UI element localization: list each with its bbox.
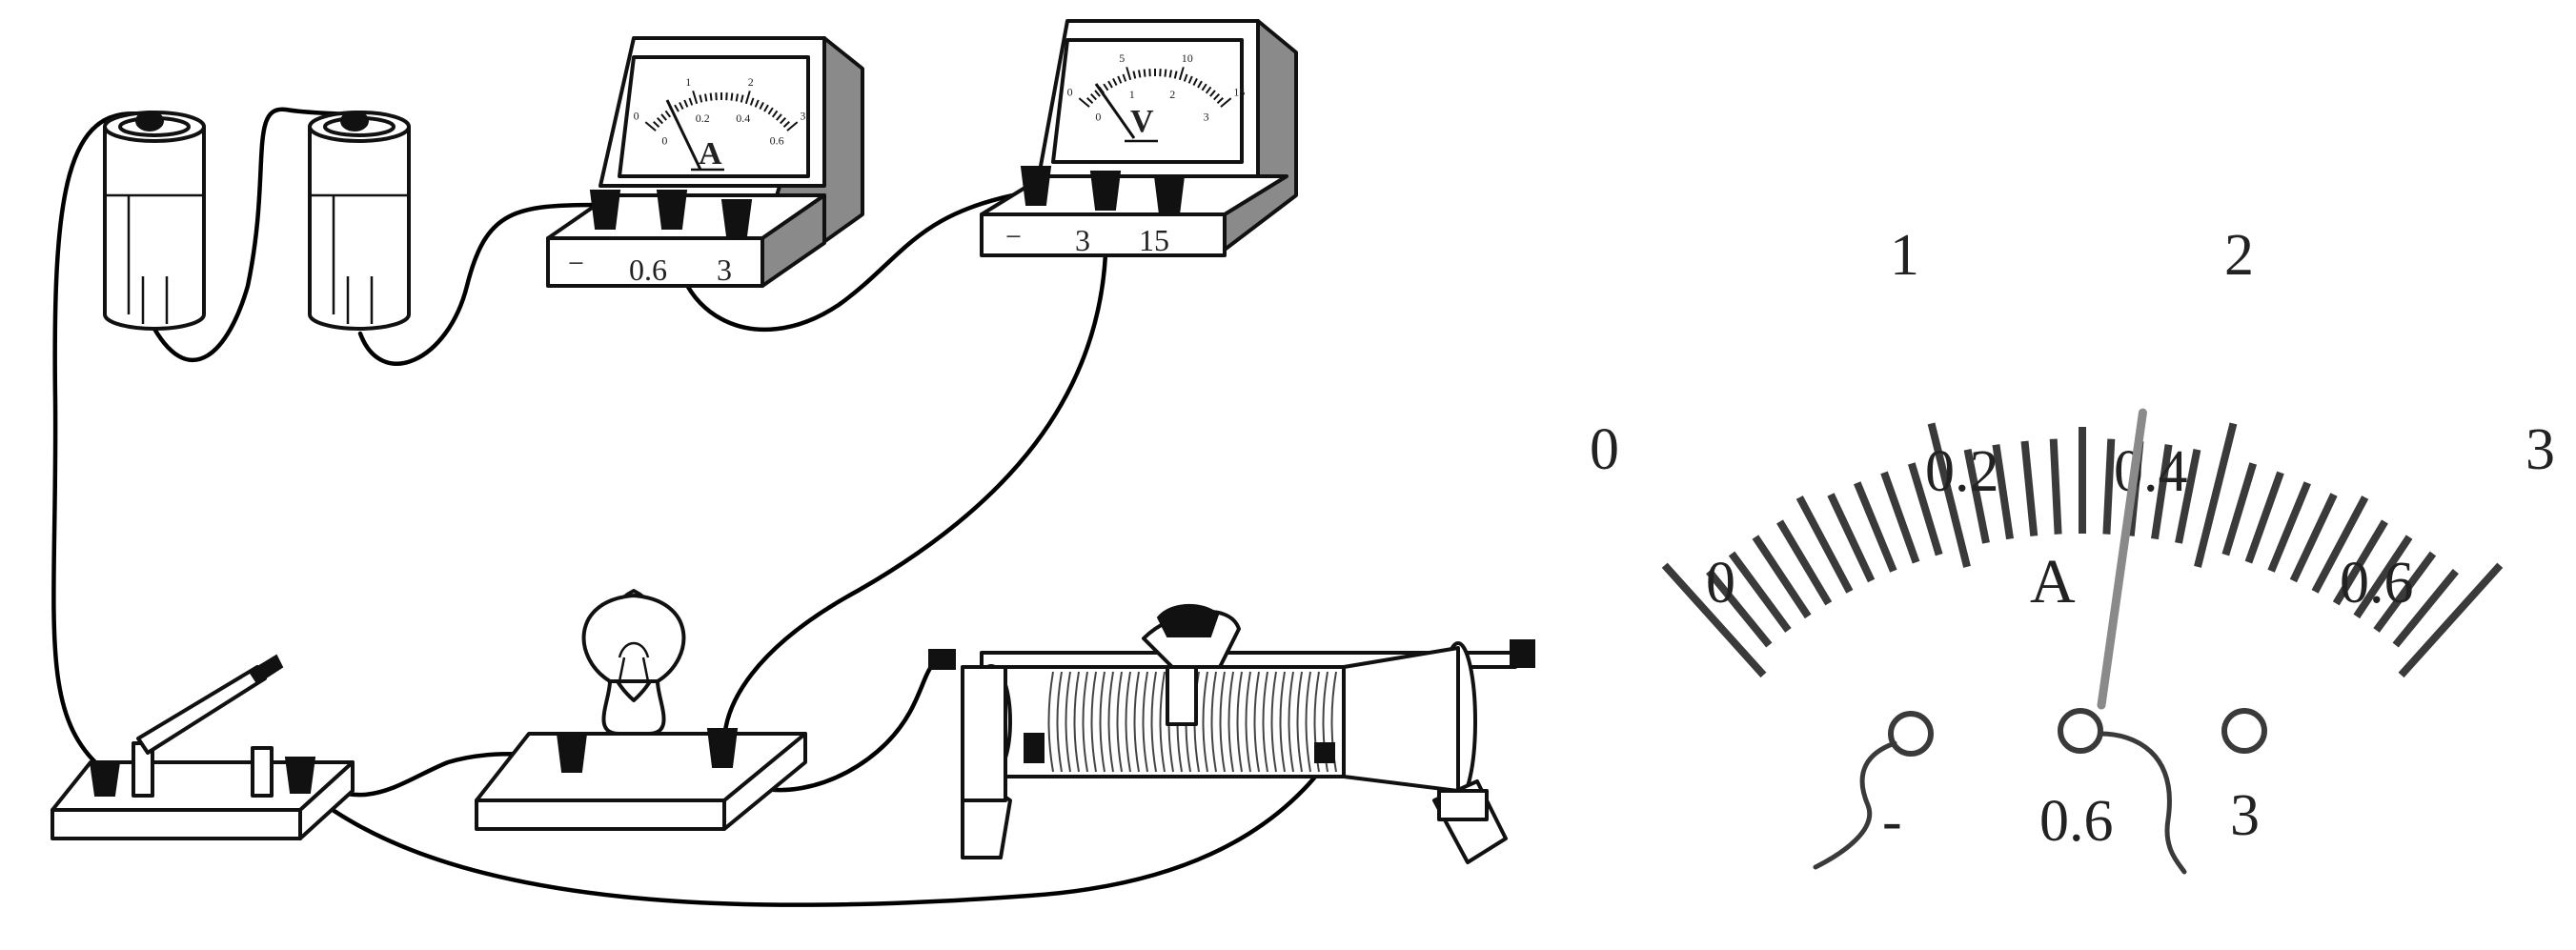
voltmeter-label-neg: − bbox=[1005, 221, 1022, 253]
dial-lower-label-0.4: 0.4 bbox=[2114, 439, 2188, 504]
dial-tick bbox=[2054, 439, 2059, 535]
small-scale-tick bbox=[711, 93, 712, 101]
small-scale-upper-label: 1 bbox=[685, 75, 691, 89]
knife-switch bbox=[52, 656, 353, 839]
small-scale-lower-label: 0.2 bbox=[696, 111, 710, 125]
lamp-terminal-left bbox=[558, 734, 586, 772]
voltmeter-unit-label: V bbox=[1130, 104, 1154, 139]
switch-blade bbox=[138, 667, 265, 753]
dial-ticks bbox=[1665, 423, 2501, 675]
small-scale-upper-label: 15 bbox=[1233, 86, 1245, 99]
rheostat bbox=[929, 605, 1534, 862]
small-scale-lower-label: 0.4 bbox=[736, 111, 750, 125]
dial-tick bbox=[2248, 473, 2281, 562]
ammeter-label-0.6: 0.6 bbox=[629, 253, 667, 287]
small-scale-tick bbox=[737, 93, 738, 101]
voltmeter-label-15: 15 bbox=[1139, 223, 1169, 257]
small-scale-tick bbox=[1139, 70, 1140, 77]
rheostat-terminal-top-left bbox=[929, 650, 955, 669]
dial-terminal-3 bbox=[2224, 711, 2264, 751]
switch-terminal-left bbox=[91, 762, 119, 796]
lamp-terminal-right bbox=[708, 729, 737, 767]
ammeter-terminal-neg bbox=[591, 191, 619, 229]
small-scale-lower-label: 0 bbox=[1095, 110, 1101, 123]
ammeter-unit-label: A bbox=[699, 136, 722, 172]
dial-terminal-neg bbox=[1891, 714, 1931, 754]
small-scale-upper-label: 10 bbox=[1182, 51, 1193, 65]
small-scale-tick bbox=[705, 93, 706, 101]
ammeter: 0 0 1 0.2 2 0.4 3 0.6 A − 0.6 3 bbox=[548, 38, 862, 287]
small-scale-lower-label: 3 bbox=[1204, 110, 1209, 123]
small-scale-upper-label: 0 bbox=[1067, 86, 1073, 99]
dial-tick bbox=[2024, 441, 2034, 536]
battery-left bbox=[105, 111, 204, 329]
dial-tick bbox=[2106, 439, 2111, 535]
rheostat-terminal-top-right bbox=[1511, 640, 1534, 667]
battery-right bbox=[310, 111, 409, 329]
battery-left-terminal bbox=[136, 111, 163, 131]
lamp-on-base bbox=[477, 591, 805, 829]
dial-upper-label-1: 1 bbox=[1890, 223, 1919, 288]
dial-terminal-0.6 bbox=[2060, 711, 2100, 751]
small-scale-lower-label: 2 bbox=[1169, 88, 1175, 101]
small-scale-tick bbox=[731, 93, 732, 101]
ammeter-label-neg: − bbox=[568, 248, 584, 279]
dial-upper-label-2: 2 bbox=[2224, 223, 2254, 288]
dial-terminal-label-3: 3 bbox=[2230, 783, 2260, 848]
voltmeter: 0 0 5 1 10 2 15 3 V − 3 15 bbox=[982, 21, 1296, 257]
small-scale-tick bbox=[1165, 70, 1166, 77]
small-scale-lower-label: 0 bbox=[661, 133, 667, 147]
battery-right-terminal bbox=[341, 111, 368, 131]
small-scale-upper-label: 3 bbox=[800, 110, 805, 123]
dial-tick bbox=[1732, 554, 1788, 630]
small-scale-tick bbox=[1145, 70, 1146, 77]
small-scale-lower-label: 1 bbox=[1129, 88, 1135, 101]
ammeter-dial-enlarged: 0 1 2 3 0 0.2 0.4 0.6 A - 0.6 3 bbox=[1590, 223, 2555, 872]
ammeter-label-3: 3 bbox=[717, 253, 732, 287]
switch-terminal-right bbox=[286, 758, 314, 793]
dial-terminal-label-0.6: 0.6 bbox=[2039, 789, 2114, 854]
dial-lower-label-0: 0 bbox=[1706, 551, 1735, 616]
dial-tick bbox=[2225, 463, 2253, 555]
dial-lower-label-0.2: 0.2 bbox=[1925, 439, 1999, 504]
small-scale-upper-label: 5 bbox=[1119, 51, 1125, 65]
dial-terminal-label-neg: - bbox=[1882, 789, 1902, 854]
voltmeter-terminal-neg bbox=[1022, 167, 1050, 205]
dial-lower-label-0.6: 0.6 bbox=[2340, 551, 2414, 616]
small-scale-upper-label: 2 bbox=[748, 75, 754, 89]
dial-unit-label: A bbox=[2030, 547, 2076, 616]
voltmeter-label-3: 3 bbox=[1075, 223, 1090, 257]
small-scale-upper-label: 0 bbox=[634, 110, 639, 123]
ammeter-terminal-0.6 bbox=[658, 191, 686, 229]
ammeter-terminal-3 bbox=[722, 200, 751, 236]
small-scale-tick bbox=[1170, 70, 1171, 77]
voltmeter-terminal-15 bbox=[1155, 176, 1184, 214]
voltmeter-terminal-3 bbox=[1091, 172, 1120, 210]
dial-upper-label-0: 0 bbox=[1590, 417, 1619, 482]
dial-tick bbox=[1884, 473, 1917, 562]
dial-upper-label-3: 3 bbox=[2525, 417, 2555, 482]
small-scale-lower-label: 0.6 bbox=[770, 133, 784, 147]
rheostat-terminal-bottom bbox=[1315, 743, 1334, 762]
